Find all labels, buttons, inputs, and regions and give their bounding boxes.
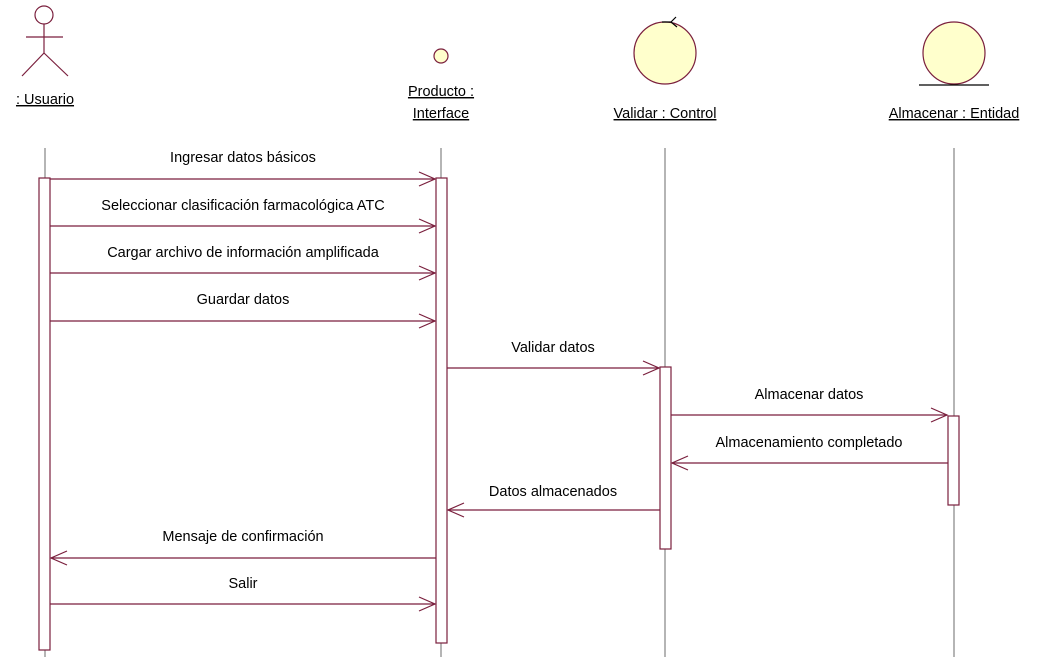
message-label: Salir (228, 576, 257, 592)
message-almacenar-datos[interactable]: Almacenar datos (671, 387, 949, 423)
message-label: Mensaje de confirmación (162, 529, 323, 545)
actor-icon (21, 5, 69, 77)
activation-almacenar (947, 415, 960, 506)
message-validar-datos[interactable]: Validar datos (447, 340, 661, 376)
participant-usuario[interactable]: : Usuario (16, 5, 74, 108)
activation-producto (435, 177, 448, 644)
participant-label-producto-line2: Interface (413, 106, 469, 122)
message-seleccionar-clasificacion[interactable]: Seleccionar clasificación farmacológica … (50, 198, 437, 234)
message-label: Almacenamiento completado (716, 435, 903, 451)
activations (38, 177, 960, 651)
message-guardar-datos[interactable]: Guardar datos (50, 292, 437, 329)
participant-almacenar[interactable]: Almacenar : Entidad (889, 21, 1020, 122)
control-icon (633, 16, 697, 85)
message-almacenamiento-completado[interactable]: Almacenamiento completado (670, 435, 948, 471)
boundary-icon (433, 48, 449, 64)
message-label: Ingresar datos básicos (170, 150, 316, 166)
participant-producto[interactable]: Producto : Interface (408, 48, 474, 122)
entity-icon (919, 21, 989, 86)
participant-label-almacenar: Almacenar : Entidad (889, 106, 1020, 122)
message-label: Datos almacenados (489, 484, 617, 500)
message-label: Almacenar datos (755, 387, 864, 403)
activation-validar (659, 366, 672, 550)
message-salir[interactable]: Salir (50, 576, 437, 612)
activation-usuario (38, 177, 51, 651)
message-mensaje-confirmacion[interactable]: Mensaje de confirmación (49, 529, 436, 566)
message-cargar-archivo[interactable]: Cargar archivo de información amplificad… (50, 245, 437, 281)
message-label: Seleccionar clasificación farmacológica … (101, 198, 384, 214)
message-label: Validar datos (511, 340, 595, 356)
participant-label-usuario: : Usuario (16, 92, 74, 108)
messages: Ingresar datos básicos Seleccionar clasi… (49, 150, 949, 612)
message-label: Guardar datos (197, 292, 290, 308)
participant-label-producto-line1: Producto : (408, 84, 474, 100)
message-datos-almacenados[interactable]: Datos almacenados (446, 484, 660, 518)
message-label: Cargar archivo de información amplificad… (107, 245, 380, 261)
participant-label-validar: Validar : Control (614, 106, 717, 122)
participant-validar[interactable]: Validar : Control (614, 16, 717, 122)
message-ingresar-datos-basicos[interactable]: Ingresar datos básicos (50, 150, 437, 187)
